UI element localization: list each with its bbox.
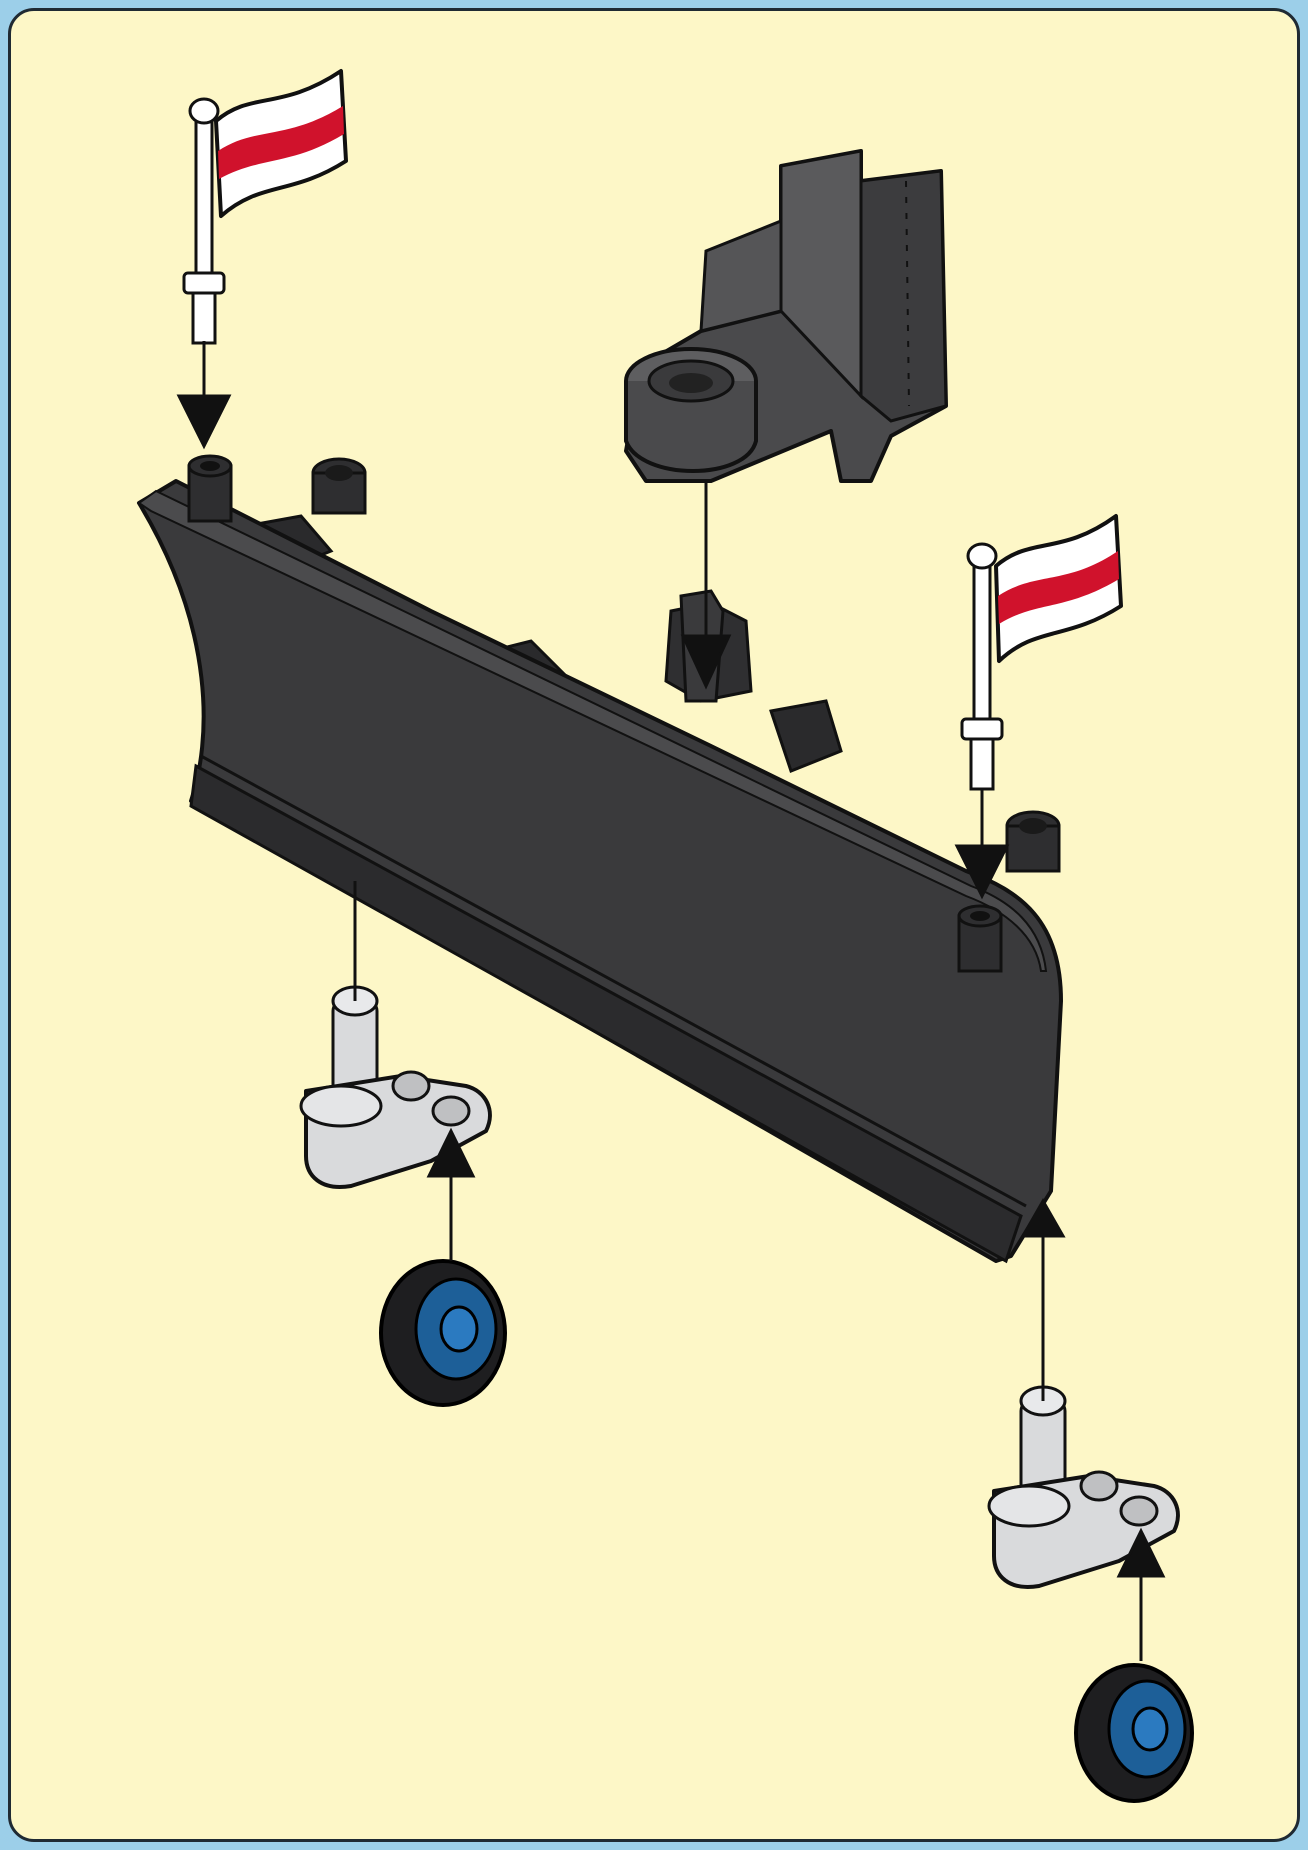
plow-blade <box>139 456 1061 1261</box>
flag-socket-right <box>959 906 1001 971</box>
plow-mount-bracket <box>626 151 946 481</box>
assembly-illustration <box>11 11 1300 1842</box>
arrow-flag-left <box>179 341 229 446</box>
flag-left <box>184 71 346 343</box>
flag-socket-left <box>189 456 231 521</box>
wheel-left <box>381 1261 505 1405</box>
arrow-holder-right <box>1023 1201 1063 1401</box>
instruction-panel <box>8 8 1300 1842</box>
flag-right <box>962 516 1121 789</box>
wheel-right <box>1076 1665 1192 1801</box>
